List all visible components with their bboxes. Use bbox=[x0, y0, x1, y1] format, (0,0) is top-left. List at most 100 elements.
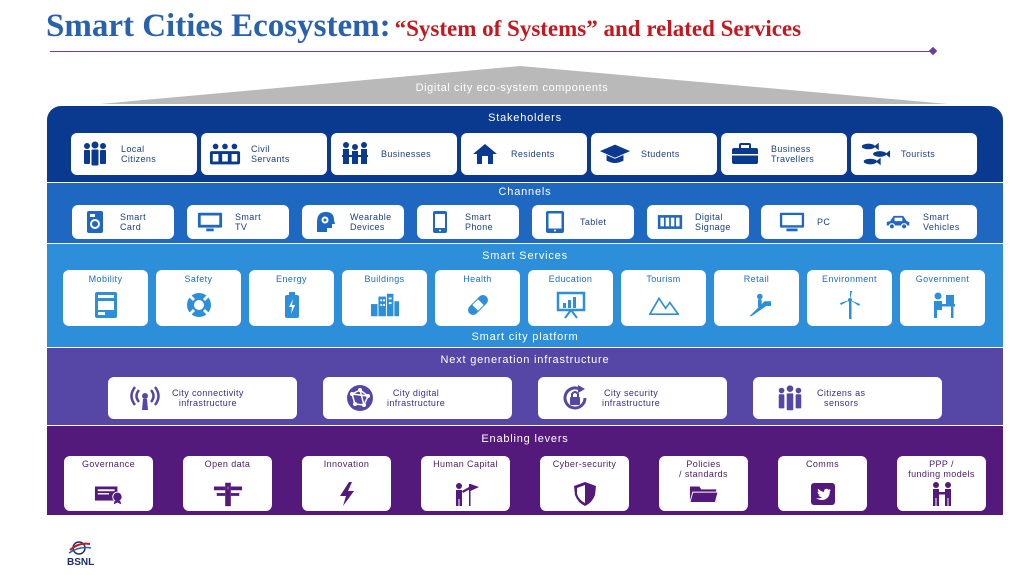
svg-text:i: i bbox=[227, 485, 228, 491]
channel-label: Wearable Devices bbox=[350, 212, 392, 232]
channel-pc[interactable]: PC bbox=[761, 205, 863, 239]
stakeholder-business-travellers[interactable]: Business Travellers bbox=[721, 133, 847, 175]
stakeholder-students[interactable]: Students bbox=[591, 133, 717, 175]
service-environment[interactable]: Environment bbox=[807, 270, 892, 326]
channel-label: Tablet bbox=[580, 217, 607, 227]
service-label: Energy bbox=[276, 274, 307, 284]
lever-label: Cyber-security bbox=[552, 459, 617, 469]
service-label: Tourism bbox=[646, 274, 681, 284]
smart-services-title: Smart Services bbox=[482, 250, 568, 262]
service-label: Health bbox=[463, 274, 492, 284]
fish-icon bbox=[859, 141, 891, 167]
lightning-icon bbox=[332, 481, 362, 507]
title-main: Smart Cities Ecosystem: bbox=[46, 8, 391, 44]
stakeholder-label: Students bbox=[641, 149, 680, 159]
service-health[interactable]: Health bbox=[435, 270, 520, 326]
service-label: Safety bbox=[184, 274, 213, 284]
lever-label: Human Capital bbox=[433, 459, 498, 469]
smart-city-platform-label: Smart city platform bbox=[471, 331, 579, 343]
title-sub: “System of Systems” and related Services bbox=[394, 16, 802, 41]
service-tourism[interactable]: Tourism bbox=[621, 270, 706, 326]
channel-label: Digital Signage bbox=[695, 212, 731, 232]
certificate-icon bbox=[94, 481, 124, 507]
roof-label: Digital city eco-system components bbox=[415, 82, 609, 94]
service-label: Education bbox=[548, 274, 593, 284]
channel-label: PC bbox=[817, 217, 831, 227]
smart-services-band: Smart Services Mobility Safety Energy Bu… bbox=[47, 244, 1003, 347]
lever-governance[interactable]: Governance bbox=[64, 456, 153, 511]
wind-turbine-icon bbox=[835, 290, 865, 320]
enabling-levers-band: Enabling levers Governance Open data i I… bbox=[47, 426, 1003, 515]
lever-label: Governance bbox=[81, 459, 136, 469]
stakeholder-label: Businesses bbox=[381, 149, 432, 159]
stakeholder-civil-servants[interactable]: Civil Servants bbox=[201, 133, 327, 175]
service-label: Environment bbox=[822, 274, 877, 284]
twitter-icon bbox=[808, 481, 838, 507]
escalator-icon bbox=[742, 290, 772, 320]
people-icon bbox=[775, 383, 805, 413]
mountains-icon bbox=[648, 290, 679, 320]
roof-banner bbox=[100, 66, 948, 104]
lever-label: Open data bbox=[204, 459, 251, 469]
channel-smart-card[interactable]: Smart Card bbox=[72, 205, 174, 239]
service-buildings[interactable]: Buildings bbox=[342, 270, 427, 326]
service-energy[interactable]: Energy bbox=[249, 270, 334, 326]
stakeholder-label: Local Citizens bbox=[121, 144, 157, 164]
battery-icon bbox=[277, 290, 307, 320]
lever-ppp-funding[interactable]: PPP / funding models bbox=[897, 456, 986, 511]
lever-label: PPP / funding models bbox=[908, 459, 975, 479]
title-underline bbox=[50, 51, 932, 52]
channel-smart-vehicles[interactable]: Smart Vehicles bbox=[875, 205, 977, 239]
stakeholders-band: Stakeholders Local Citizens Civil Servan… bbox=[47, 106, 1003, 182]
lever-innovation[interactable]: Innovation bbox=[302, 456, 391, 511]
lever-label: Comms bbox=[806, 459, 839, 469]
home-icon bbox=[469, 141, 501, 167]
tv-icon bbox=[197, 210, 223, 234]
bsnl-logo-icon bbox=[68, 541, 92, 555]
lever-label: Innovation bbox=[323, 459, 370, 469]
partners-icon bbox=[927, 481, 957, 507]
channel-wearable-devices[interactable]: Wearable Devices bbox=[302, 205, 404, 239]
graduation-cap-icon bbox=[599, 141, 631, 167]
folder-icon bbox=[688, 481, 719, 507]
service-safety[interactable]: Safety bbox=[156, 270, 241, 326]
channel-smart-phone[interactable]: Smart Phone bbox=[417, 205, 519, 239]
infra-city-security[interactable]: City security infrastructure bbox=[538, 377, 727, 419]
infra-label: City connectivity infrastructure bbox=[172, 388, 244, 408]
tablet-icon bbox=[542, 210, 568, 234]
lever-policies-standards[interactable]: Policies / standards bbox=[659, 456, 748, 511]
stakeholder-local-citizens[interactable]: Local Citizens bbox=[71, 133, 197, 175]
infra-city-digital[interactable]: City digital infrastructure bbox=[323, 377, 512, 419]
channel-tablet[interactable]: Tablet bbox=[532, 205, 634, 239]
antenna-icon bbox=[130, 383, 160, 413]
stakeholder-businesses[interactable]: Businesses bbox=[331, 133, 457, 175]
data-gate-icon: i bbox=[213, 481, 243, 507]
stakeholder-residents[interactable]: Residents bbox=[461, 133, 587, 175]
lever-label: Policies / standards bbox=[679, 459, 728, 479]
lever-cyber-security[interactable]: Cyber-security bbox=[540, 456, 629, 511]
service-label: Mobility bbox=[88, 274, 123, 284]
lever-open-data[interactable]: Open data i bbox=[183, 456, 272, 511]
desk-person-icon bbox=[928, 290, 958, 320]
person-flag-icon bbox=[451, 481, 481, 507]
bandage-icon bbox=[463, 290, 493, 320]
lever-human-capital[interactable]: Human Capital bbox=[421, 456, 510, 511]
channel-digital-signage[interactable]: Digital Signage bbox=[647, 205, 749, 239]
shield-icon bbox=[570, 481, 600, 507]
service-retail[interactable]: Retail bbox=[714, 270, 799, 326]
channels-title: Channels bbox=[498, 186, 552, 198]
stakeholder-tourists[interactable]: Tourists bbox=[851, 133, 977, 175]
lock-cycle-icon bbox=[560, 383, 590, 413]
service-label: Retail bbox=[743, 274, 770, 284]
service-government[interactable]: Government bbox=[900, 270, 985, 326]
lever-comms[interactable]: Comms bbox=[778, 456, 867, 511]
channel-smart-tv[interactable]: Smart TV bbox=[187, 205, 289, 239]
service-mobility[interactable]: Mobility bbox=[63, 270, 148, 326]
stakeholder-label: Tourists bbox=[901, 149, 936, 159]
service-education[interactable]: Education bbox=[528, 270, 613, 326]
infra-city-connectivity[interactable]: City connectivity infrastructure bbox=[108, 377, 297, 419]
infrastructure-band: Next generation infrastructure City conn… bbox=[47, 348, 1003, 425]
service-label: Government bbox=[915, 274, 970, 284]
infra-citizens-as-sensors[interactable]: Citizens as sensors bbox=[753, 377, 942, 419]
stakeholders-title: Stakeholders bbox=[488, 112, 562, 124]
